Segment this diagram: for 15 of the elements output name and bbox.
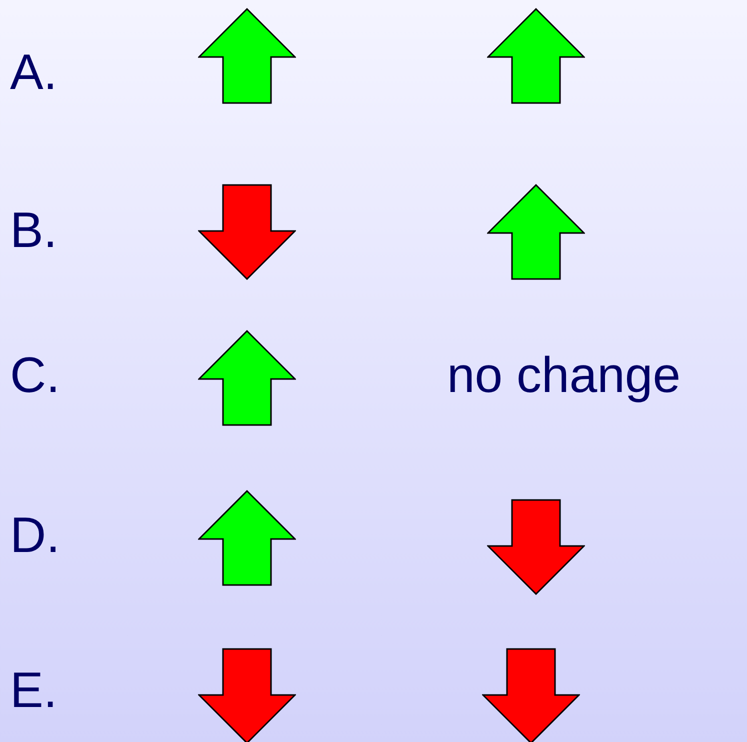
down-arrow-icon [198, 184, 296, 280]
down-arrow-icon [482, 648, 580, 742]
row-label: C. [10, 347, 60, 403]
row-label: B. [10, 202, 58, 258]
up-arrow-icon [487, 184, 585, 280]
row-label: E. [10, 662, 58, 718]
row-label: no change [447, 347, 681, 403]
up-arrow-icon [487, 8, 585, 104]
up-arrow-icon [198, 8, 296, 104]
up-arrow-icon [198, 490, 296, 586]
down-arrow-icon [487, 499, 585, 595]
down-arrow-icon [198, 648, 296, 742]
row-label: A. [10, 44, 58, 100]
row-label: D. [10, 507, 60, 563]
up-arrow-icon [198, 330, 296, 426]
